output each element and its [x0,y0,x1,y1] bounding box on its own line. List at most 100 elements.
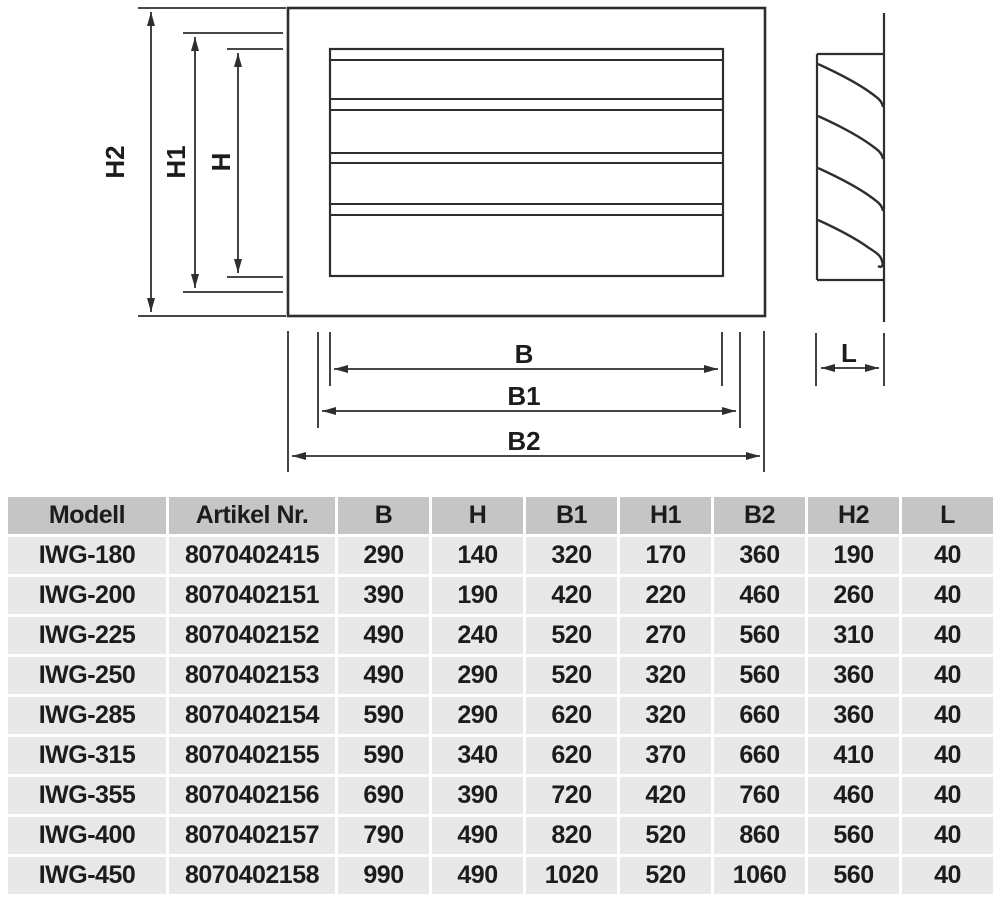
dimension-cell: 690 [338,777,429,814]
dimension-cell: 860 [714,817,805,854]
artikel-nr-cell: 8070402154 [169,697,335,734]
artikel-nr-cell: 8070402152 [169,617,335,654]
dimension-cell: 310 [808,617,899,654]
artikel-nr-cell: 8070402151 [169,577,335,614]
dimension-cell: 990 [338,857,429,894]
dimension-cell: 790 [338,817,429,854]
dimension-cell: 360 [808,657,899,694]
artikel-nr-cell: 8070402157 [169,817,335,854]
dimension-cell: 1060 [714,857,805,894]
dimension-cell: 220 [620,577,711,614]
dim-label-l: L [841,338,857,368]
model-cell: IWG-315 [8,737,166,774]
dim-label-h1: H1 [161,145,191,178]
dimension-cell: 40 [902,777,993,814]
artikel-nr-cell: 8070402158 [169,857,335,894]
model-cell: IWG-285 [8,697,166,734]
dim-label-h: H [206,153,236,172]
model-cell: IWG-450 [8,857,166,894]
dimension-cell: 40 [902,617,993,654]
dimension-cell: 820 [526,817,617,854]
dimension-cell: 360 [808,697,899,734]
table-header-cell: L [902,497,993,534]
height-dimensions [138,7,286,317]
dimension-cell: 390 [338,577,429,614]
dimension-cell: 760 [714,777,805,814]
dimension-cell: 240 [432,617,523,654]
dimension-cell: 40 [902,577,993,614]
table-header-cell: B1 [526,497,617,534]
outer-frame [286,6,767,318]
dimension-cell: 1020 [526,857,617,894]
dimension-cell: 260 [808,577,899,614]
table-header-cell: H [432,497,523,534]
dimension-cell: 490 [338,657,429,694]
dimension-cell: 140 [432,537,523,574]
model-cell: IWG-225 [8,617,166,654]
dimension-cell: 40 [902,817,993,854]
artikel-nr-cell: 8070402153 [169,657,335,694]
dim-label-b1: B1 [507,381,540,411]
louvre-blade-lines [330,59,723,216]
artikel-nr-cell: 8070402156 [169,777,335,814]
dimension-cell: 390 [432,777,523,814]
dimension-cell: 560 [808,817,899,854]
dimension-cell: 340 [432,737,523,774]
dim-label-b2: B2 [507,426,540,456]
dimension-cell: 170 [620,537,711,574]
dimension-cell: 590 [338,737,429,774]
dimension-cell: 460 [714,577,805,614]
dimension-cell: 40 [902,697,993,734]
dimension-cell: 270 [620,617,711,654]
dimension-cell: 560 [808,857,899,894]
dimension-cell: 520 [526,657,617,694]
model-cell: IWG-250 [8,657,166,694]
dimension-cell: 520 [620,857,711,894]
table-header-cell: Modell [8,497,166,534]
dimension-cell: 40 [902,737,993,774]
dimension-cell: 520 [620,817,711,854]
model-cell: IWG-200 [8,577,166,614]
technical-drawing: H2 H1 H B B1 B2 [100,6,886,472]
depth-dimension [815,333,885,386]
dimension-cell: 320 [526,537,617,574]
dimension-cell: 560 [714,657,805,694]
dimension-cell: 590 [338,697,429,734]
artikel-nr-cell: 8070402415 [169,537,335,574]
dimension-cell: 420 [526,577,617,614]
dimension-cell: 290 [432,657,523,694]
dimension-cell: 420 [620,777,711,814]
dimension-cell: 660 [714,697,805,734]
dimension-cell: 490 [432,857,523,894]
table-header-cell: H1 [620,497,711,534]
model-cell: IWG-400 [8,817,166,854]
dim-label-h2: H2 [100,145,130,178]
dimension-cell: 620 [526,737,617,774]
dimension-cell: 410 [808,737,899,774]
dimension-cell: 560 [714,617,805,654]
dim-label-b: B [515,339,534,369]
dimension-cell: 490 [338,617,429,654]
dimension-cell: 360 [714,537,805,574]
model-cell: IWG-355 [8,777,166,814]
table-header-cell: B [338,497,429,534]
dimension-cell: 460 [808,777,899,814]
dimension-cell: 370 [620,737,711,774]
dimension-cell: 40 [902,657,993,694]
side-view [815,13,886,322]
model-cell: IWG-180 [8,537,166,574]
dimension-cell: 620 [526,697,617,734]
dimension-cell: 490 [432,817,523,854]
dimension-cell: 520 [526,617,617,654]
dimension-cell: 190 [808,537,899,574]
width-dimensions [287,331,765,472]
dimension-cell: 40 [902,857,993,894]
front-view [286,6,767,318]
artikel-nr-cell: 8070402155 [169,737,335,774]
side-blades [817,62,885,268]
dimension-cell: 290 [338,537,429,574]
dimension-cell: 660 [714,737,805,774]
table-header-cell: Artikel Nr. [169,497,335,534]
